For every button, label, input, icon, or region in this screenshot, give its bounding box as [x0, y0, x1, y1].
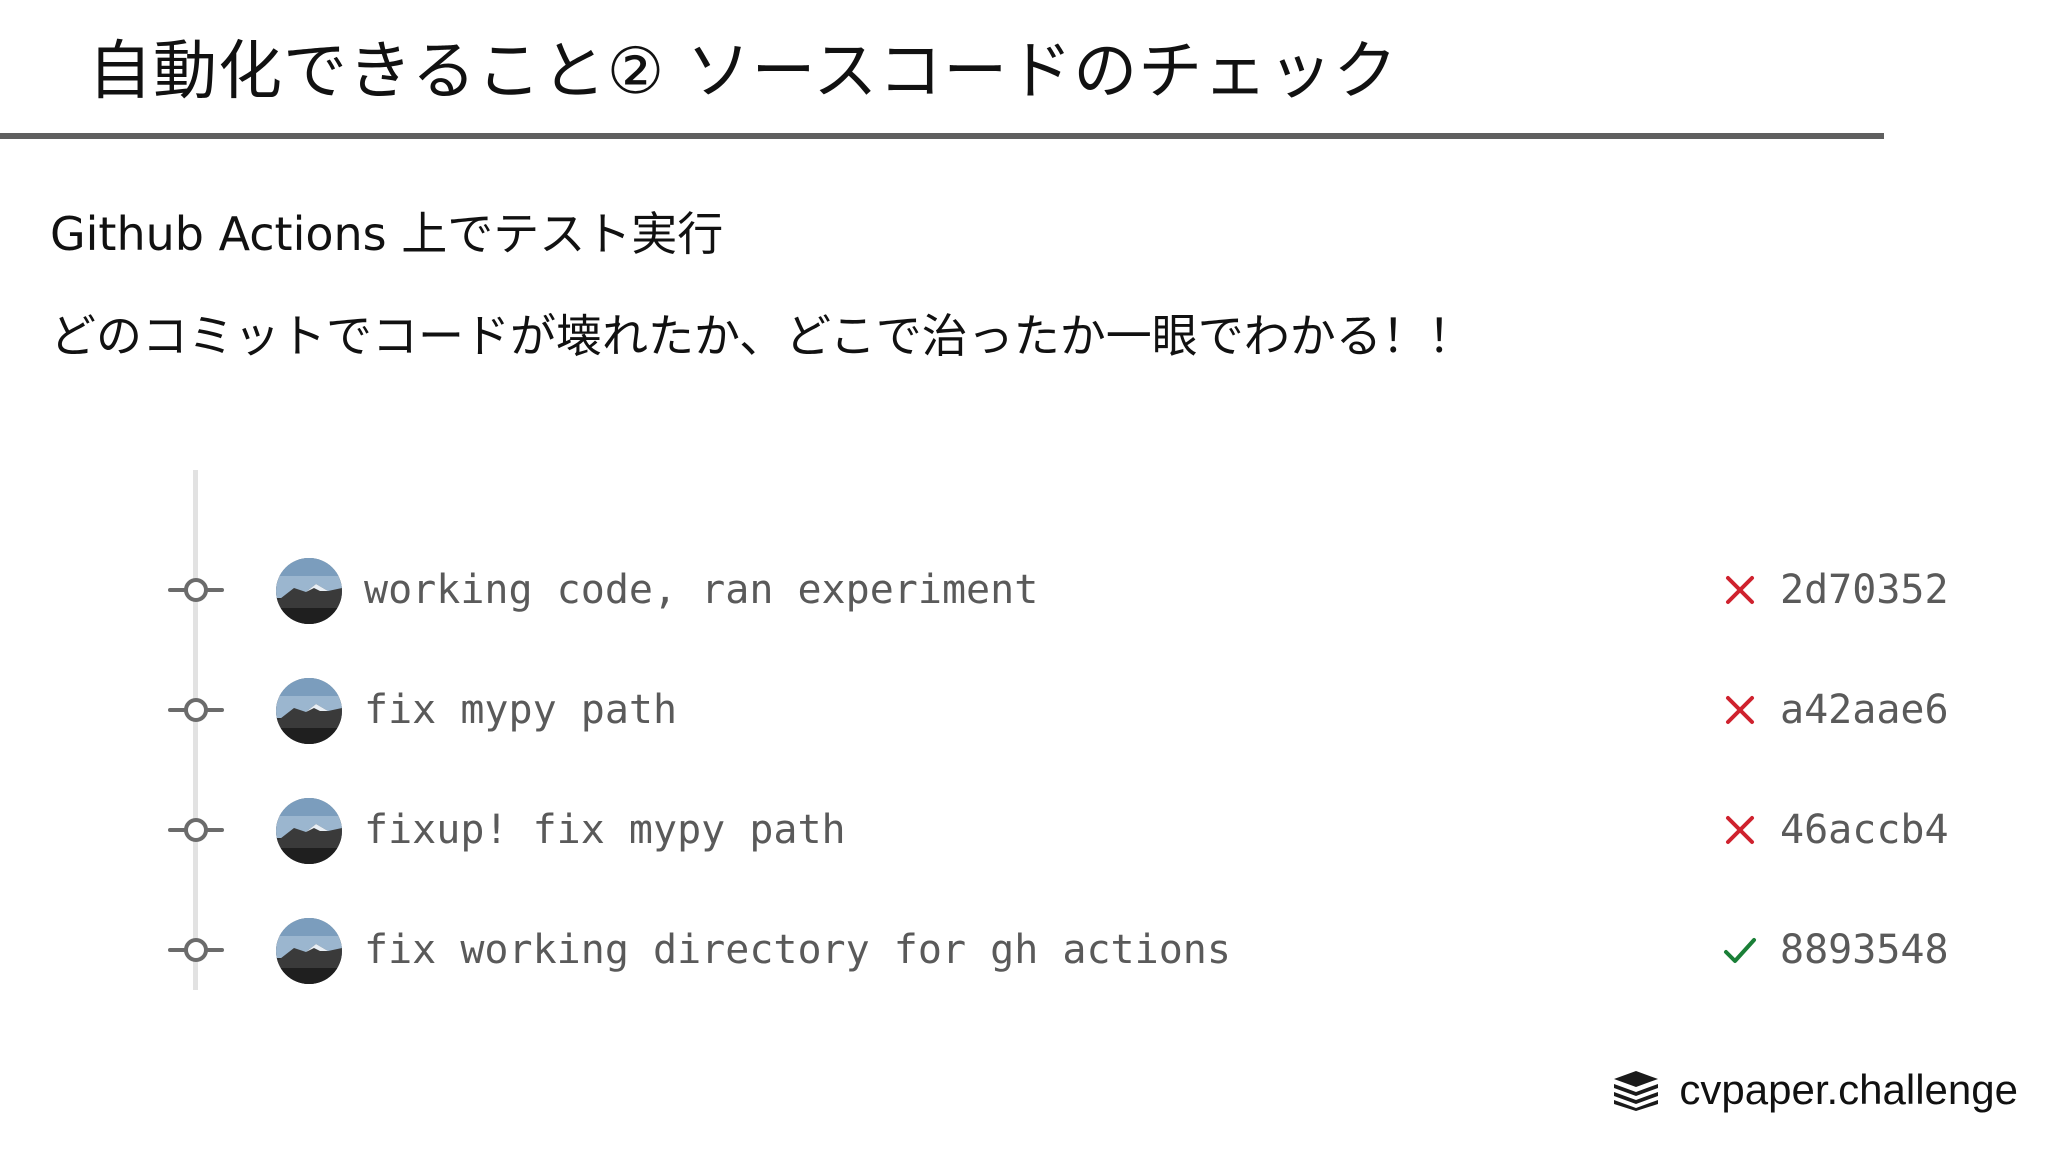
commit-row[interactable]: working code, ran experiment 2d70352	[150, 550, 1970, 630]
commit-history: working code, ran experiment 2d70352 fix…	[150, 470, 1970, 990]
lead-line-which-commit: どのコミットでコードが壊れたか、どこで治ったか一眼でわかる！！	[50, 309, 1474, 363]
commit-sha-link[interactable]: a42aae6	[1780, 687, 1949, 733]
commit-row[interactable]: fixup! fix mypy path 46accb4	[150, 790, 1970, 870]
author-avatar[interactable]	[276, 798, 342, 864]
title-divider	[0, 133, 1884, 139]
x-icon[interactable]	[1720, 810, 1760, 850]
commit-node-icon	[168, 578, 224, 602]
commit-node-icon	[168, 698, 224, 722]
commit-sha-link[interactable]: 46accb4	[1780, 807, 1949, 853]
commit-message[interactable]: fix mypy path	[364, 687, 678, 733]
author-avatar[interactable]	[276, 678, 342, 744]
brand-logo: cvpaper.challenge	[1611, 1060, 2018, 1120]
commit-sha-link[interactable]: 2d70352	[1780, 567, 1949, 613]
x-icon[interactable]	[1720, 570, 1760, 610]
author-avatar[interactable]	[276, 918, 342, 984]
commit-node-icon	[168, 938, 224, 962]
stacked-layers-icon	[1614, 1071, 1659, 1111]
brand-name: cvpaper.challenge	[1679, 1066, 2018, 1113]
x-icon[interactable]	[1720, 690, 1760, 730]
commit-sha-link[interactable]: 8893548	[1780, 927, 1949, 973]
commit-message[interactable]: working code, ran experiment	[364, 567, 1039, 613]
commit-message[interactable]: fixup! fix mypy path	[364, 807, 846, 853]
lead-line-github-actions: Github Actions 上でテスト実行	[50, 207, 724, 261]
commit-row[interactable]: fix working directory for gh actions 889…	[150, 910, 1970, 990]
author-avatar[interactable]	[276, 558, 342, 624]
commit-timeline-line	[193, 470, 198, 990]
commit-message[interactable]: fix working directory for gh actions	[364, 927, 1231, 973]
check-icon[interactable]	[1720, 930, 1760, 970]
commit-row[interactable]: fix mypy path a42aae6	[150, 670, 1970, 750]
slide-title: 自動化できること② ソースコードのチェック	[88, 35, 1399, 109]
commit-node-icon	[168, 818, 224, 842]
